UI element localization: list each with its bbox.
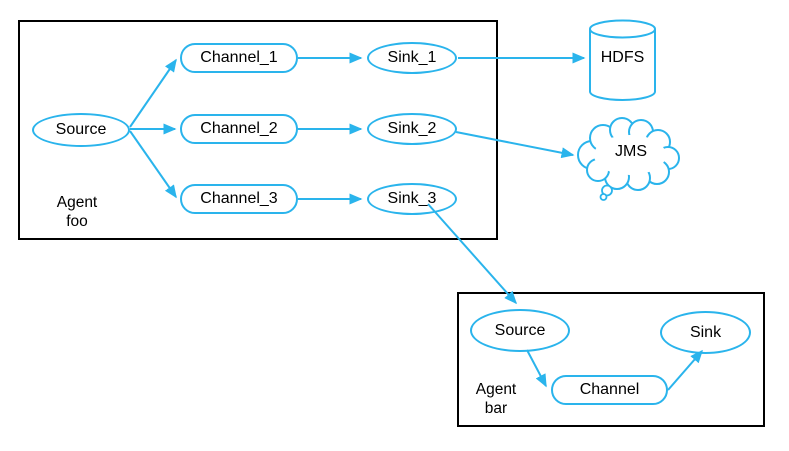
node-channel-3-label: Channel_3 (200, 190, 278, 207)
agent-foo-label-line2: foo (66, 213, 88, 230)
node-channel-bar: Channel (551, 375, 668, 405)
agent-foo-box: Agent foo (18, 20, 498, 240)
node-sink-1-label: Sink_1 (387, 49, 437, 66)
node-channel-2-label: Channel_2 (200, 120, 278, 137)
node-sink-3-label: Sink_3 (387, 190, 437, 207)
agent-foo-label: Agent foo (46, 193, 108, 231)
node-sink-2-label: Sink_2 (387, 120, 437, 137)
node-sink-bar: Sink (660, 311, 751, 354)
node-sink-bar-label: Sink (689, 323, 722, 341)
node-channel-1: Channel_1 (180, 43, 298, 73)
hdfs-label: HDFS (600, 49, 645, 66)
agent-bar-label: Agent bar (465, 380, 527, 418)
agent-bar-label-line1: Agent (475, 381, 517, 398)
node-sink-2: Sink_2 (367, 113, 457, 145)
node-source-foo: Source (32, 113, 130, 147)
node-channel-1-label: Channel_1 (200, 49, 278, 66)
node-source-bar-label: Source (494, 321, 546, 339)
node-sink-3: Sink_3 (367, 183, 457, 215)
node-channel-2: Channel_2 (180, 114, 298, 144)
agent-bar-box: Agent bar (457, 292, 765, 427)
agent-foo-label-line1: Agent (56, 194, 98, 211)
node-source-bar: Source (470, 309, 570, 352)
jms-label: JMS (615, 143, 647, 160)
node-channel-bar-label: Channel (579, 381, 640, 398)
node-sink-1: Sink_1 (367, 42, 457, 74)
node-source-foo-label: Source (55, 121, 107, 138)
node-channel-3: Channel_3 (180, 184, 298, 214)
agent-bar-label-line2: bar (484, 400, 508, 417)
